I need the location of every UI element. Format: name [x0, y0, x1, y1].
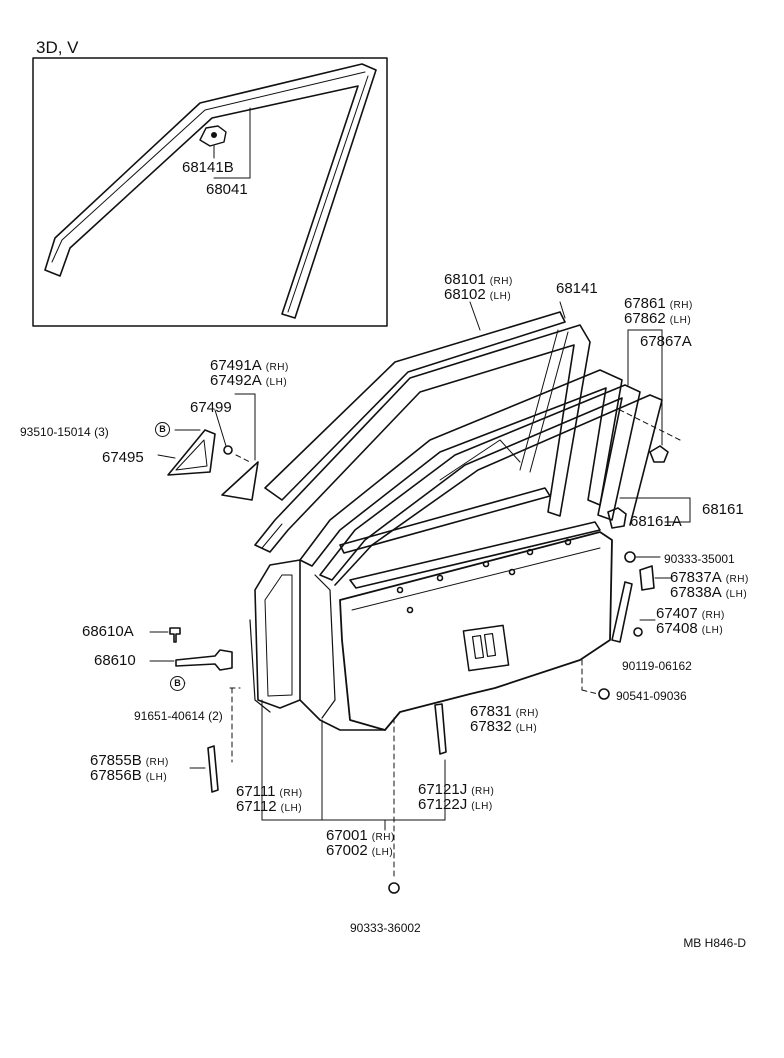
label-67001: 67001(RH) [326, 827, 395, 844]
clip-68161a-icon [607, 507, 627, 529]
label-67492a: 67492A(LH) [210, 372, 288, 389]
label-68141b: 68141B [182, 159, 234, 176]
plug-90541-icon [598, 688, 610, 700]
door-panel-67831 [339, 531, 613, 731]
label-67002: 67002(LH) [326, 842, 394, 859]
clip-67499-icon [223, 445, 233, 455]
label-67122j: 67122J(LH) [418, 796, 493, 813]
label-67495: 67495 [102, 449, 144, 466]
label-67407: 67407(RH) [656, 605, 725, 622]
channel-67407-icon [611, 581, 633, 643]
label-67838a: 67838A(LH) [670, 584, 748, 601]
leader-lines [149, 301, 691, 831]
drawing-code: MB H846-D [683, 936, 746, 950]
strip-67855b-icon [207, 745, 219, 793]
clip-67867a-icon [649, 445, 669, 463]
label-90333-35001: 90333-35001 [664, 552, 735, 566]
label-67867a: 67867A [640, 333, 692, 350]
badge-b-icon: B [170, 676, 185, 691]
label-68141: 68141 [556, 280, 598, 297]
label-68101: 68101(RH) [444, 271, 513, 288]
label-67408: 67408(LH) [656, 620, 724, 637]
label-67491a: 67491A(RH) [210, 357, 289, 374]
bolt-90119-icon [633, 627, 643, 637]
label-68610: 68610 [94, 652, 136, 669]
label-67837a: 67837A(RH) [670, 569, 749, 586]
plug-90333-35001-icon [624, 551, 636, 563]
label-90333-36002: 90333-36002 [350, 921, 421, 935]
triangle-cover-67491a-icon [221, 461, 259, 501]
label-67861: 67861(RH) [624, 295, 693, 312]
label-67832: 67832(LH) [470, 718, 538, 735]
label-68102: 68102(LH) [444, 286, 512, 303]
label-91651-40614: 91651-40614 (2) [134, 709, 223, 723]
belt-moulding [339, 487, 601, 589]
badge-b-icon: B [155, 422, 170, 437]
inset-title: 3D, V [36, 38, 79, 57]
bolt-68610a-icon [169, 627, 181, 643]
label-67499: 67499 [190, 399, 232, 416]
label-67862: 67862(LH) [624, 310, 692, 327]
label-68161: 68161 [702, 501, 744, 518]
door-frame-inner [299, 369, 663, 586]
label-90119-06162: 90119-06162 [622, 659, 692, 673]
label-68041: 68041 [206, 181, 248, 198]
label-67855b: 67855B(RH) [90, 752, 169, 769]
label-67111: 67111(RH) [236, 783, 303, 800]
guide-67837a-icon [639, 565, 655, 591]
dashed-leaders [229, 409, 681, 881]
corner-cover-67495-icon [167, 429, 216, 476]
door-shell-67001 [249, 559, 386, 731]
inset-3d-v [32, 57, 388, 327]
window-glass-lines [439, 329, 569, 481]
label-90541-09036: 90541-09036 [616, 689, 687, 703]
label-68161a: 68161A [630, 513, 682, 530]
label-67856b: 67856B(LH) [90, 767, 168, 784]
label-67831: 67831(RH) [470, 703, 539, 720]
label-68610a: 68610A [82, 623, 134, 640]
door-check-68610-icon [175, 649, 233, 671]
label-93510-15014: 93510-15014 (3) [20, 425, 109, 439]
plug-90333-36002-icon [388, 882, 400, 894]
label-67112: 67112(LH) [236, 798, 303, 815]
clip-68141b-icon [199, 125, 227, 147]
channel-67121j-icon [434, 703, 447, 755]
glass-run-68141 [254, 324, 591, 553]
label-67121j: 67121J(RH) [418, 781, 495, 798]
window-frame-68101 [264, 311, 566, 501]
